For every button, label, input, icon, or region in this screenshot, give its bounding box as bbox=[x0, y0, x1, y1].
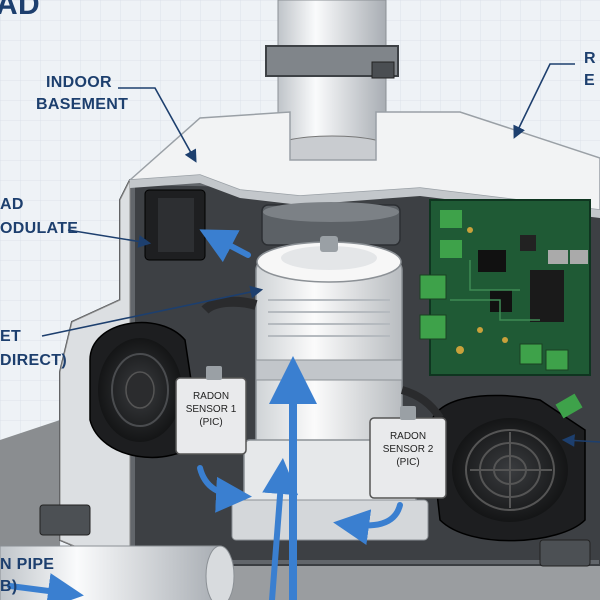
label-left-ad: AD bbox=[0, 196, 24, 213]
label-pipe: N PIPE bbox=[0, 556, 55, 573]
mounting-foot-left bbox=[39, 504, 91, 536]
sensor-1-label: RADON SENSOR 1 (PIC) bbox=[180, 390, 242, 429]
airflow-pipe bbox=[7, 573, 84, 600]
left-blower-fan bbox=[89, 321, 201, 459]
mounting-foot-right bbox=[539, 539, 591, 567]
label-left-odulate: ODULATE bbox=[0, 220, 79, 237]
label-left-direct: DIRECT) bbox=[0, 352, 67, 369]
airflow-up-inner bbox=[262, 458, 299, 600]
sensor-1-line-1: RADON bbox=[192, 391, 230, 402]
inlet-pipe-end bbox=[205, 545, 235, 600]
sensor-1-line-2: SENSOR 1 bbox=[185, 404, 237, 415]
sensor-2-cap bbox=[400, 406, 416, 420]
leader-right-top bbox=[513, 63, 575, 139]
clamp-bolt bbox=[371, 61, 395, 79]
right-blower-fan bbox=[429, 394, 586, 542]
leader-inlet bbox=[41, 285, 264, 337]
label-left-et: ET bbox=[0, 328, 22, 345]
board-components bbox=[419, 210, 588, 371]
airflow-arrows bbox=[7, 229, 403, 600]
label-indoor: INDOOR bbox=[46, 74, 112, 91]
airflow-sensor-2 bbox=[333, 502, 403, 546]
leader-indoor bbox=[118, 87, 197, 163]
airflow-top-left bbox=[199, 229, 251, 263]
canister-band bbox=[255, 359, 403, 381]
canister-vents bbox=[268, 299, 390, 337]
leader-right-fan bbox=[561, 434, 600, 447]
left-hose bbox=[201, 296, 258, 314]
sensor-2-line-3: (PIC) bbox=[396, 457, 420, 468]
sensor-2-label: RADON SENSOR 2 (PIC) bbox=[376, 430, 440, 469]
module-inner-shade bbox=[158, 198, 194, 252]
right-hose bbox=[400, 386, 444, 421]
leader-lines bbox=[41, 63, 600, 447]
label-right-e: E bbox=[584, 72, 595, 89]
green-fitting bbox=[555, 393, 583, 419]
canister-cap-top bbox=[281, 246, 377, 270]
sensor-1-line-3: (PIC) bbox=[199, 417, 223, 428]
sensor-2-line-2: SENSOR 2 bbox=[382, 444, 434, 455]
sensor-1-cap bbox=[206, 366, 222, 380]
airflow-sensor-1 bbox=[197, 465, 252, 513]
label-pipe-b: B) bbox=[0, 578, 18, 595]
sensor-2-line-1: RADON bbox=[389, 431, 427, 442]
canister-knob bbox=[320, 236, 338, 252]
collar-ring bbox=[263, 202, 399, 222]
lid-edge bbox=[130, 175, 600, 218]
title-fragment: AD bbox=[0, 0, 40, 21]
label-basement: BASEMENT bbox=[36, 96, 129, 113]
leader-module bbox=[67, 229, 152, 248]
label-right-r: R bbox=[584, 50, 596, 67]
